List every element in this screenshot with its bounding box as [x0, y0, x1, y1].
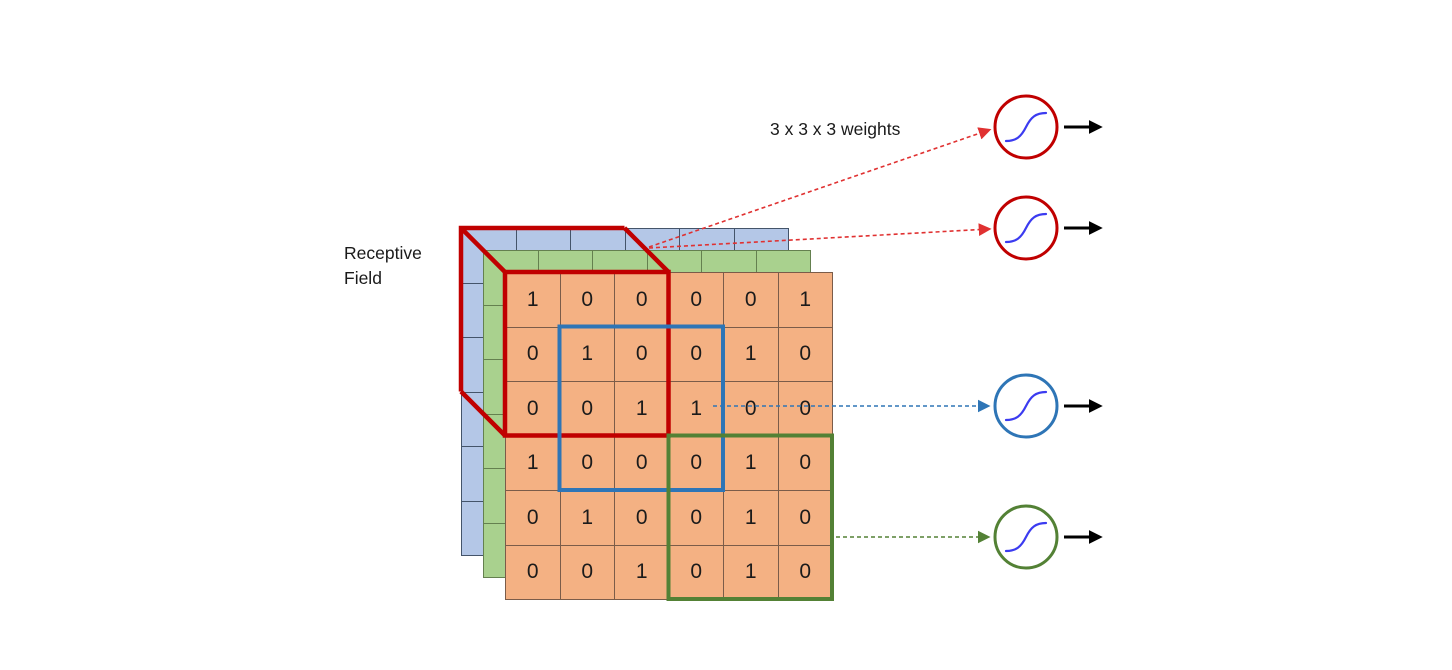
input-channel-orange-cell-r6c1: 0 [506, 545, 561, 600]
input-channel-orange-cell-r4c6: 0 [778, 436, 833, 491]
input-channel-orange-cell-r2c6: 0 [778, 327, 833, 382]
receptive-field-label: Receptive Field [344, 241, 422, 291]
input-channel-orange-cell-r3c3: 1 [615, 382, 670, 437]
input-channel-orange-cell-r3c1: 0 [506, 382, 561, 437]
input-channel-orange-cell-r3c5: 0 [724, 382, 779, 437]
input-channel-orange-cell-r5c3: 0 [615, 491, 670, 546]
input-channel-orange-cell-r4c1: 1 [506, 436, 561, 491]
weights-label: 3 x 3 x 3 weights [770, 119, 901, 139]
sigmoid-icon [1004, 212, 1048, 244]
receptive-field-label-line2: Field [344, 268, 382, 288]
input-channel-orange-cell-r4c4: 0 [669, 436, 724, 491]
input-channel-orange-cell-r5c6: 0 [778, 491, 833, 546]
neuron-1 [993, 94, 1103, 160]
input-channel-orange-cell-r4c3: 0 [615, 436, 670, 491]
input-channel-orange-cell-r6c6: 0 [778, 545, 833, 600]
input-channel-orange-cell-r2c3: 0 [615, 327, 670, 382]
input-channel-orange-cell-r2c4: 0 [669, 327, 724, 382]
input-channel-orange-cell-r6c2: 0 [560, 545, 615, 600]
receptive-field-label-line1: Receptive [344, 243, 422, 263]
input-channel-orange-cell-r1c3: 0 [615, 273, 670, 328]
input-channel-orange-cell-r6c4: 0 [669, 545, 724, 600]
input-channel-orange-cell-r3c6: 0 [778, 382, 833, 437]
input-channel-orange-cell-r5c1: 0 [506, 491, 561, 546]
input-channel-orange-cell-r6c3: 1 [615, 545, 670, 600]
input-channel-orange-cell-r5c4: 0 [669, 491, 724, 546]
neuron-3 [993, 373, 1103, 439]
neuron-3-circle [993, 373, 1059, 439]
neuron-2 [993, 195, 1103, 261]
input-channel-orange-cell-r3c4: 1 [669, 382, 724, 437]
input-channel-orange-cell-r6c5: 1 [724, 545, 779, 600]
sigmoid-icon [1004, 390, 1048, 422]
input-channel-orange-cell-r1c1: 1 [506, 273, 561, 328]
sigmoid-icon [1004, 111, 1048, 143]
input-channel-orange-cell-r1c2: 0 [560, 273, 615, 328]
input-channel-orange-cell-r1c6: 1 [778, 273, 833, 328]
input-channel-orange-cell-r3c2: 0 [560, 382, 615, 437]
input-channel-orange-cell-r1c5: 0 [724, 273, 779, 328]
input-channel-orange-cell-r1c4: 0 [669, 273, 724, 328]
input-channel-orange-cell-r2c1: 0 [506, 327, 561, 382]
input-channel-orange-cell-r2c5: 1 [724, 327, 779, 382]
neuron-2-circle [993, 195, 1059, 261]
input-channel-orange-cell-r4c2: 0 [560, 436, 615, 491]
sigmoid-icon [1004, 521, 1048, 553]
input-channel-orange-cell-r5c2: 1 [560, 491, 615, 546]
input-channel-orange-cell-r5c5: 1 [724, 491, 779, 546]
neuron-4-circle [993, 504, 1059, 570]
input-channel-orange-cell-r2c2: 1 [560, 327, 615, 382]
neuron-1-circle [993, 94, 1059, 160]
neuron-4 [993, 504, 1103, 570]
input-channel-orange-cell-r4c5: 1 [724, 436, 779, 491]
